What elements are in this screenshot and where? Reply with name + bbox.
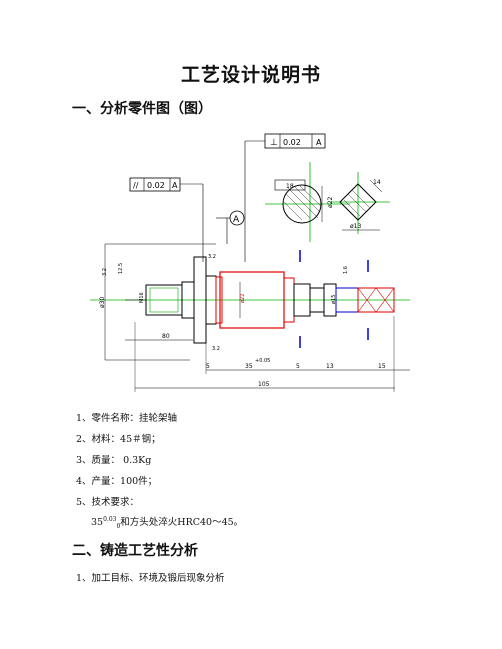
svg-text:18: 18 (286, 183, 294, 190)
svg-text:A: A (172, 181, 178, 190)
svg-text://: // (133, 181, 139, 190)
tol-perp-value: 0.02 (283, 138, 301, 147)
square-section-view: 14 ø13 (339, 179, 383, 231)
svg-text:14: 14 (373, 179, 381, 186)
spec-item-3: 3、质量： 0.3Kg (76, 455, 152, 466)
svg-text:15: 15 (378, 363, 386, 370)
svg-text:3.2: 3.2 (102, 268, 108, 276)
svg-text:1.6: 1.6 (343, 266, 349, 274)
section-heading-2: 二、铸造工艺性分析 (72, 543, 198, 559)
spec-item-1: 1、零件名称：挂轮架轴 (76, 413, 178, 424)
svg-text:0.02: 0.02 (147, 181, 165, 190)
svg-text:ø22: ø22 (327, 197, 334, 208)
svg-text:ø15: ø15 (331, 295, 337, 304)
svg-text:35: 35 (245, 363, 253, 370)
tolerance-frame-perp: ⊥ 0.02 A (244, 133, 326, 262)
spec-item-4: 4、产量：100件； (76, 476, 158, 487)
req-rest: 和方头处淬火HRC40～45。 (120, 517, 244, 528)
shaft-right: ø15 (293, 283, 395, 317)
svg-text:5: 5 (206, 363, 210, 370)
section-heading-1: 一、分析零件图（图） (72, 101, 212, 117)
svg-text:+0.05: +0.05 (255, 358, 270, 364)
svg-text:5: 5 (296, 363, 300, 370)
svg-text:A: A (316, 138, 322, 147)
svg-text:3.2: 3.2 (208, 254, 216, 260)
svg-text:105: 105 (258, 381, 270, 388)
req-sub: 0 (116, 522, 121, 530)
cross-section-view: 18 ø22 (274, 179, 334, 224)
svg-text:13: 13 (326, 363, 334, 370)
svg-text:ø22: ø22 (240, 294, 246, 303)
tolerance-frame-par: // 0.02 A (129, 177, 204, 262)
req-base: 35 (91, 517, 104, 528)
svg-text:⊥: ⊥ (270, 138, 278, 148)
spec-item-2: 2、材料：45＃钢； (76, 434, 161, 445)
page-title: 工艺设计说明书 (180, 64, 321, 86)
svg-text:80: 80 (162, 333, 170, 340)
svg-text:3.2: 3.2 (212, 346, 220, 352)
part-drawing: ⊥ 0.02 A // 0.02 A A 18 ø22 (90, 133, 410, 392)
svg-text:ø30: ø30 (99, 297, 106, 308)
req-sup: 0.03 (103, 515, 117, 523)
roughness-marks: 3.2 12.5 3.2 3.2 1.6 (102, 254, 349, 352)
tech-requirement: 350.030和方头处淬火HRC40～45。 (91, 514, 243, 530)
spec-item-5: 5、技术要求： (76, 497, 140, 508)
svg-text:12.5: 12.5 (118, 263, 124, 274)
svg-text:M16: M16 (139, 292, 145, 303)
svg-text:A: A (233, 215, 240, 225)
dimension-chain: 5 35 +0.05 5 13 15 105 (134, 316, 410, 392)
sub-item-1: 1、加工目标、环境及锻后现象分析 (76, 573, 225, 584)
shaft-left: ø30 M16 80 (99, 243, 216, 361)
datum-a-symbol: A (216, 210, 245, 244)
section-marks (299, 250, 369, 348)
svg-text:ø13: ø13 (350, 223, 361, 230)
